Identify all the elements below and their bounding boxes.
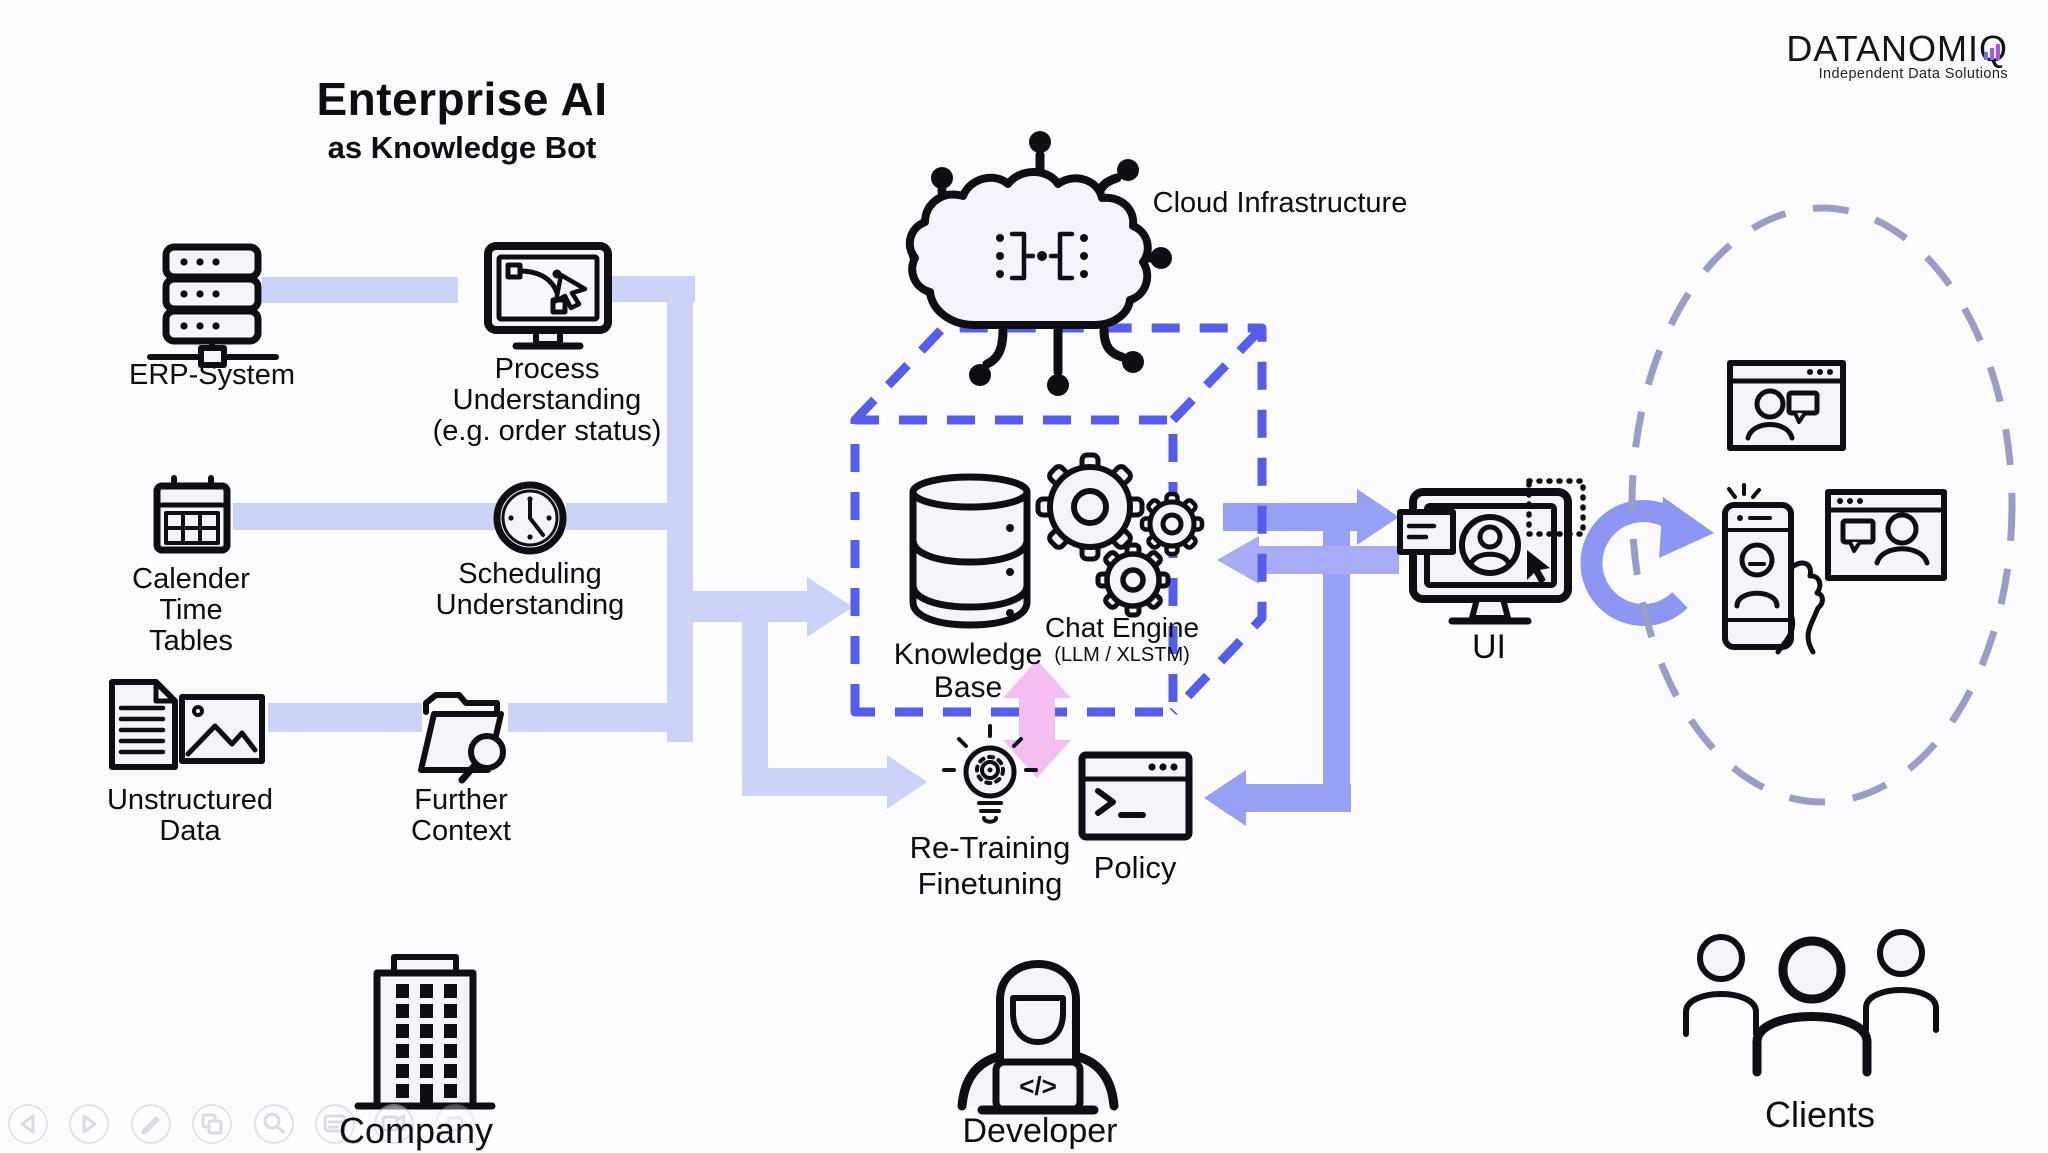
image-icon	[179, 694, 265, 764]
erp-server-icon	[147, 243, 279, 368]
client-chat-window-icon-2	[1825, 489, 1947, 581]
label-policy: Policy	[1093, 850, 1177, 885]
label-further-context: Further Context	[411, 784, 511, 847]
label-developer: Developer	[962, 1112, 1118, 1150]
label-knowledge-base: Knowledge Base	[893, 638, 1043, 704]
arrowhead-to-retraining	[887, 755, 927, 809]
calendar-icon	[153, 475, 231, 554]
label-scheduling-understanding: Scheduling Understanding	[435, 558, 625, 621]
more-icon	[446, 1116, 464, 1132]
band-clock-to-trunk	[566, 503, 693, 530]
next-slide-button[interactable]	[69, 1104, 109, 1144]
camera-button[interactable]	[374, 1104, 414, 1144]
code-glyph: </>	[1019, 1071, 1057, 1101]
label-calendar-time-tables: Calender Time Tables	[132, 563, 250, 657]
pen-icon	[141, 1116, 160, 1135]
retraining-lightbulb-icon	[942, 724, 1038, 824]
knowledge-base-icon	[909, 473, 1031, 629]
arrow-ui-to-policy-head	[1204, 770, 1246, 826]
notes-button[interactable]	[315, 1104, 355, 1144]
band-branch-right	[742, 768, 889, 796]
clock-icon	[493, 481, 567, 555]
chevron-right-icon	[82, 1114, 97, 1134]
process-monitor-icon	[484, 242, 612, 350]
arrow-cube-to-ui-head	[1357, 489, 1399, 545]
document-icon	[109, 679, 178, 770]
band-branch-down	[742, 610, 768, 796]
chat-engine-gears-icon	[1035, 452, 1205, 618]
page-title: Enterprise AI	[316, 73, 608, 125]
cursor-icon	[1527, 550, 1550, 584]
slide-sorter-button[interactable]	[192, 1104, 232, 1144]
band-folder-to-trunk	[508, 703, 693, 732]
ui-monitor-icon	[1397, 478, 1586, 625]
clients-icon	[1683, 929, 1939, 1077]
previous-slide-button[interactable]	[8, 1104, 48, 1144]
label-chat-engine: Chat Engine	[1044, 612, 1200, 643]
logo-tagline: Independent Data Solutions	[1818, 66, 2008, 82]
logo-wordmark: DATANOMIQ	[1786, 28, 2008, 69]
retraining-feedback-arrow	[1003, 660, 1071, 778]
logo-magnifier-icon	[1984, 44, 2000, 60]
client-chat-window-icon	[1727, 360, 1846, 451]
policy-terminal-icon	[1078, 751, 1193, 841]
label-retraining-finetuning: Re-Training Finetuning	[909, 830, 1071, 901]
cloud-network-glyph	[996, 231, 1088, 281]
data-flow-bands	[233, 276, 927, 809]
io-arrows	[1204, 489, 1399, 826]
label-company: Company	[338, 1110, 494, 1151]
band-erp-to-process	[262, 277, 458, 303]
zoom-button[interactable]	[254, 1104, 294, 1144]
label-ui: UI	[1472, 628, 1506, 666]
page-subtitle: as Knowledge Bot	[327, 130, 597, 165]
presenter-toolbar[interactable]	[8, 1104, 475, 1144]
arrow-ui-to-cube-head	[1217, 536, 1259, 584]
label-chat-engine-sub: (LLM / XLSTM)	[1054, 644, 1190, 666]
pen-button[interactable]	[131, 1104, 171, 1144]
company-building-icon	[354, 954, 496, 1110]
folder-search-icon	[418, 692, 506, 784]
arrow-ui-to-cube-shaft	[1258, 546, 1399, 574]
arrow-ui-to-policy-shaft	[1245, 784, 1351, 812]
label-erp-system: ERP-System	[129, 359, 295, 391]
notes-icon	[323, 1114, 347, 1133]
chevron-left-icon	[20, 1114, 35, 1134]
dotted-selection-square-icon	[1526, 478, 1586, 537]
label-clients: Clients	[1764, 1094, 1876, 1135]
label-process-understanding: Process Understanding (e.g. order status…	[432, 353, 662, 447]
client-phone-icon	[1722, 483, 1825, 655]
arrowhead-into-cube	[807, 577, 853, 637]
magnifier-icon	[263, 1112, 281, 1130]
ui-message-card-icon	[1397, 509, 1456, 555]
datanomiq-logo: DATANOMIQ Independent Data Solutions	[1786, 28, 2008, 82]
more-button[interactable]	[435, 1104, 475, 1144]
band-calendar-to-clock	[233, 503, 497, 530]
band-docs-to-folder	[268, 703, 422, 732]
label-unstructured-data: Unstructured Data	[106, 784, 274, 847]
cloud-infrastructure-icon	[905, 131, 1172, 396]
developer-icon: </>	[957, 960, 1119, 1115]
sync-cycle-arrow	[1580, 497, 1714, 626]
label-cloud-infrastructure: Cloud Infrastructure	[1152, 187, 1408, 219]
clients-group-ellipse	[1628, 204, 2016, 806]
cube-dashed-boundary	[850, 323, 1267, 717]
